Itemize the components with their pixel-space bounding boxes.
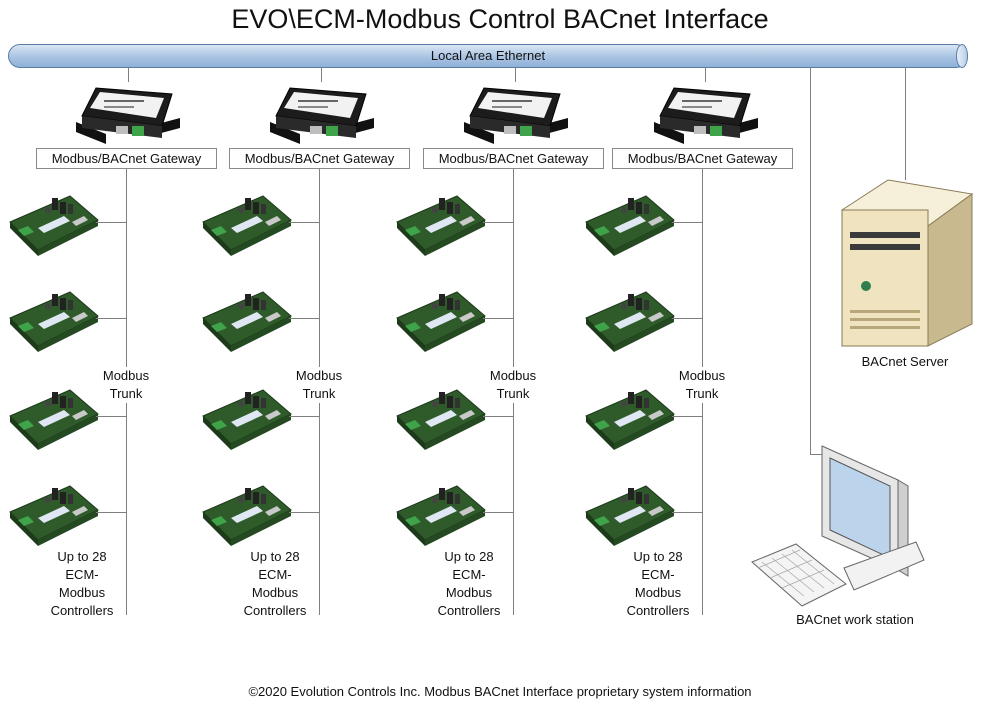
controller-connection-stub [672,222,702,223]
gateway-device-icon [464,82,568,146]
gateway-label: Modbus/BACnet Gateway [423,148,604,169]
controller-connection-stub [483,512,513,513]
controller-connection-stub [483,318,513,319]
controller-connection-stub [483,416,513,417]
trunk-label-line: Trunk [109,386,143,401]
controller-connection-stub [289,222,319,223]
controllers-label-line: Modbus [251,585,299,600]
controllers-label-line: Modbus [58,585,106,600]
controller-connection-stub [672,512,702,513]
ecm-modbus-controller-board [395,288,487,354]
gateway-device-icon [654,82,758,146]
ecm-modbus-controller-board [201,192,293,258]
ecm-modbus-controller-board [395,386,487,452]
gateway-label: Modbus/BACnet Gateway [229,148,410,169]
controller-connection-stub [289,512,319,513]
trunk-label-line: Modbus [489,368,537,383]
ecm-modbus-controller-board [584,288,676,354]
workstation-connection-stub [810,454,826,455]
bus-drop-line [515,68,516,82]
ecm-modbus-controller-board [201,482,293,548]
controllers-label-line: Up to 28 [57,549,107,564]
controllers-label-line: Controllers [626,603,690,618]
ecm-modbus-controller-board [201,386,293,452]
ecm-modbus-controller-board [8,192,100,258]
controller-connection-stub [672,318,702,319]
trunk-label-line: Modbus [295,368,343,383]
bus-drop-line [321,68,322,82]
gateway-device-icon [76,82,180,146]
controller-connection-stub [96,318,126,319]
controller-connection-stub [483,222,513,223]
ecm-modbus-controller-board [201,288,293,354]
diagram-title: EVO\ECM-Modbus Control BACnet Interface [231,4,769,34]
workstation-connection-line [810,68,811,454]
bacnet-server-icon [840,179,974,347]
ecm-modbus-controller-board [584,192,676,258]
controller-connection-stub [289,318,319,319]
bus-label: Local Area Ethernet [430,48,546,63]
controllers-label-line: ECM- [65,567,99,582]
controller-connection-stub [672,416,702,417]
controllers-label-line: Up to 28 [444,549,494,564]
workstation-label: BACnet work station [796,612,914,627]
controllers-label-line: ECM- [258,567,292,582]
ecm-modbus-controller-board [584,386,676,452]
controllers-label-line: Up to 28 [250,549,300,564]
server-connection-line [905,68,906,180]
ecm-modbus-controller-board [584,482,676,548]
server-label: BACnet Server [861,354,949,369]
trunk-label-line: Trunk [302,386,336,401]
bacnet-workstation-icon [751,445,925,607]
trunk-label-line: Trunk [496,386,530,401]
ecm-modbus-controller-board [395,482,487,548]
bus-drop-line [128,68,129,82]
ecm-modbus-controller-board [395,192,487,258]
controllers-label-line: ECM- [641,567,675,582]
trunk-label-line: Trunk [685,386,719,401]
controller-connection-stub [96,222,126,223]
gateway-label: Modbus/BACnet Gateway [36,148,217,169]
controller-connection-stub [96,416,126,417]
controller-connection-stub [289,416,319,417]
controllers-label-line: Modbus [445,585,493,600]
controller-connection-stub [96,512,126,513]
local-area-ethernet-bus: Local Area Ethernet [8,44,968,68]
ecm-modbus-controller-board [8,386,100,452]
trunk-label-line: Modbus [678,368,726,383]
controllers-label-line: Up to 28 [633,549,683,564]
controllers-label-line: Controllers [50,603,114,618]
bus-end-cap [956,44,968,68]
bus-drop-line [705,68,706,82]
trunk-label-line: Modbus [102,368,150,383]
gateway-device-icon [270,82,374,146]
controllers-label-line: ECM- [452,567,486,582]
gateway-label: Modbus/BACnet Gateway [612,148,793,169]
ecm-modbus-controller-board [8,482,100,548]
controllers-label-line: Controllers [243,603,307,618]
controllers-label-line: Controllers [437,603,501,618]
controllers-label-line: Modbus [634,585,682,600]
ecm-modbus-controller-board [8,288,100,354]
footer-copyright: ©2020 Evolution Controls Inc. Modbus BAC… [248,684,752,699]
